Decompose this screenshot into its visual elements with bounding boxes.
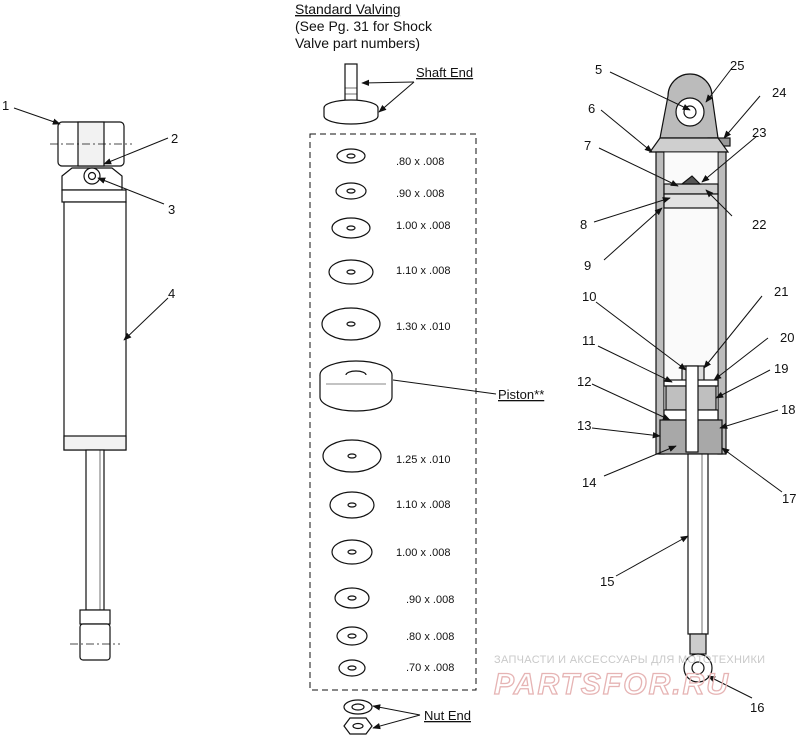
callout-22: 22 — [752, 217, 766, 232]
callout-25: 25 — [730, 58, 744, 73]
watermark-logo: PARTSFOR.RU — [494, 668, 730, 701]
callout-21: 21 — [774, 284, 788, 299]
callout-16: 16 — [750, 700, 764, 715]
callout-23: 23 — [752, 125, 766, 140]
callout-14: 14 — [582, 475, 596, 490]
shim-spec: 1.10 x .008 — [396, 265, 450, 277]
callout-3: 3 — [168, 202, 175, 217]
shim-spec: 1.00 x .008 — [396, 220, 450, 232]
shaft-end-label: Shaft End — [416, 65, 473, 80]
callout-1: 1 — [2, 98, 9, 113]
callout-5: 5 — [595, 62, 602, 77]
callout-6: 6 — [588, 101, 595, 116]
valving-stack — [309, 63, 477, 735]
shim-spec: 1.30 x .010 — [396, 321, 450, 333]
shim-spec: 1.00 x .008 — [396, 547, 450, 559]
callout-24: 24 — [772, 85, 786, 100]
shim-spec: .90 x .008 — [396, 188, 444, 200]
shim-spec: 1.25 x .010 — [396, 454, 450, 466]
callout-13: 13 — [577, 418, 591, 433]
cutaway-shock — [648, 73, 731, 683]
shim-spec: .80 x .008 — [406, 631, 454, 643]
callout-18: 18 — [781, 402, 795, 417]
callout-10: 10 — [582, 289, 596, 304]
callout-4: 4 — [168, 286, 175, 301]
callout-15: 15 — [600, 574, 614, 589]
callout-7: 7 — [584, 138, 591, 153]
header-line-1: Standard Valving — [295, 1, 401, 17]
assembled-shock — [50, 121, 132, 661]
callout-9: 9 — [584, 258, 591, 273]
callout-11: 11 — [582, 333, 596, 348]
callout-17: 17 — [782, 491, 796, 506]
callout-19: 19 — [774, 361, 788, 376]
callout-2: 2 — [171, 131, 178, 146]
piston-label: Piston** — [498, 387, 544, 402]
shim-spec: 1.10 x .008 — [396, 499, 450, 511]
shim-spec: .80 x .008 — [396, 156, 444, 168]
callout-8: 8 — [580, 217, 587, 232]
header-line-3: Valve part numbers) — [295, 35, 420, 51]
shim-spec: .70 x .008 — [406, 662, 454, 674]
header-line-2: (See Pg. 31 for Shock — [295, 18, 433, 34]
watermark-tagline: ЗАПЧАСТИ И АКСЕССУАРЫ ДЛЯ МОТОТЕХНИКИ — [494, 654, 765, 666]
shim-spec: .90 x .008 — [406, 594, 454, 606]
callout-20: 20 — [780, 330, 794, 345]
callout-12: 12 — [577, 374, 591, 389]
nut-end-label: Nut End — [424, 708, 471, 723]
